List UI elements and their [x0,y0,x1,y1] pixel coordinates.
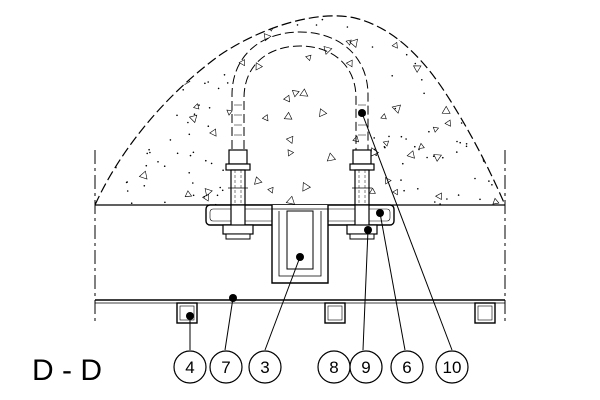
support-block-3 [474,302,496,324]
support-block-3-inner [477,305,493,321]
callout-3-label: 3 [260,358,269,377]
support-block-2 [324,302,346,324]
left-lower-nut [222,224,254,235]
u-bolt-outer [231,31,369,162]
concrete-mound [94,15,506,206]
left-lower-washer [225,233,251,240]
right-washer [349,163,375,171]
callout-7-label: 7 [221,358,230,377]
callout-6-label: 6 [402,358,411,377]
concrete-aggregate [95,15,501,205]
left-washer [225,163,251,171]
right-lower-nut [346,224,378,235]
callout-10-label: 10 [443,358,462,377]
callout-9-label: 9 [361,358,370,377]
section-title: D - D [32,354,102,387]
u-bolt-leg-hatch [234,104,366,136]
callout-3: 3 [248,350,282,384]
right-upper-nut [352,149,372,165]
left-upper-nut [228,149,248,165]
callout-8-label: 8 [329,358,338,377]
leader-dots [186,109,384,320]
callout-7: 7 [209,350,243,384]
support-block-1-inner [179,305,195,321]
callout-9: 9 [349,350,383,384]
channel-insert [286,210,314,270]
callout-4-label: 4 [185,358,194,377]
center-channel [271,205,329,284]
right-lower-washer [349,233,375,240]
u-bolt-inner [243,45,357,162]
support-block-2-inner [327,305,343,321]
callout-10: 10 [435,350,469,384]
callout-6: 6 [390,350,424,384]
callout-8: 8 [317,350,351,384]
leader-lines [189,112,453,351]
callout-4: 4 [173,350,207,384]
